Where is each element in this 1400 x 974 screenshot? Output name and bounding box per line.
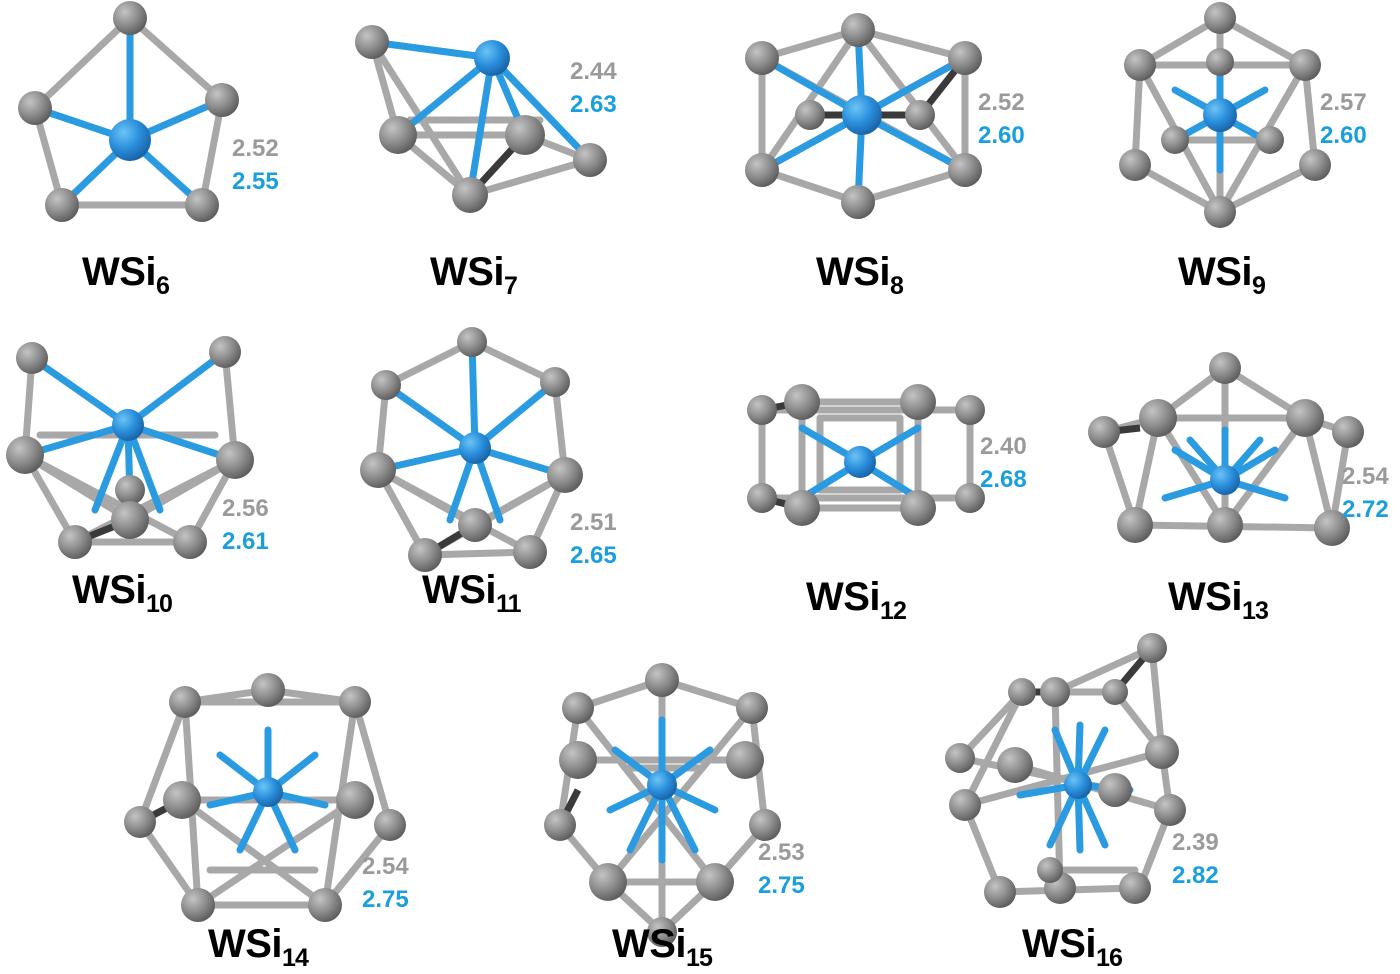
cluster-wsi16: 2.39 2.82 WSi16 (930, 630, 1270, 974)
w-si-bond-length: 2.75 (758, 872, 805, 899)
cluster-wsi9: 2.57 2.60 WSi9 (1100, 0, 1400, 310)
cluster-wsi10: 2.56 2.61 WSi10 (0, 320, 330, 630)
w-si-bond-length: 2.75 (362, 886, 409, 913)
cluster-wsi8: 2.52 2.60 WSi8 (720, 0, 1050, 310)
cluster-wsi7: 2.44 2.63 WSi7 (350, 0, 680, 310)
cluster-wsi13: 2.54 2.72 WSi13 (1080, 320, 1400, 630)
cluster-label: WSi10 (72, 568, 173, 618)
wsi6-structure (18, 1, 239, 222)
cluster-wsi12: 2.40 2.68 WSi12 (720, 320, 1050, 630)
cluster-label: WSi16 (1022, 922, 1123, 972)
cluster-wsi6: 2.52 2.55 WSi6 (0, 0, 330, 310)
cluster-label: WSi6 (82, 250, 170, 300)
cluster-wsi15: 2.53 2.75 WSi15 (520, 650, 860, 974)
w-si-bond-length: 2.63 (570, 91, 617, 118)
wsi9-structure (1119, 2, 1331, 228)
w-si-bond-length: 2.60 (978, 122, 1025, 149)
wsi11-structure (360, 327, 583, 572)
si-si-bond-length: 2.40 (980, 433, 1027, 460)
cluster-label: WSi9 (1178, 250, 1266, 300)
cluster-label: WSi7 (430, 250, 518, 300)
cluster-wsi11: 2.51 2.65 WSi11 (350, 320, 680, 630)
si-si-bond-length: 2.52 (978, 89, 1025, 116)
cluster-wsi14: 2.54 2.75 WSi14 (110, 660, 450, 974)
w-si-bond-length: 2.82 (1172, 862, 1219, 889)
wsi10-structure (6, 336, 254, 559)
cluster-label: WSi15 (612, 922, 713, 972)
wsi7-structure (355, 25, 607, 213)
si-si-bond-length: 2.39 (1172, 829, 1219, 856)
wsi12-structure (747, 384, 985, 526)
w-si-bond-length: 2.55 (232, 168, 279, 195)
w-si-bond-length: 2.60 (1320, 122, 1367, 149)
cluster-label: WSi12 (806, 575, 907, 625)
wsi15-structure (544, 663, 781, 947)
w-si-bond-length: 2.65 (570, 542, 617, 569)
si-si-bond-length: 2.53 (758, 839, 805, 866)
wsi16-structure (945, 633, 1186, 908)
si-si-bond-length: 2.54 (362, 853, 409, 880)
si-si-bond-length: 2.56 (222, 495, 269, 522)
w-si-bond-length: 2.72 (1342, 496, 1389, 523)
cluster-label: WSi11 (422, 568, 522, 618)
wsi13-structure (1088, 352, 1364, 546)
cluster-label: WSi14 (208, 922, 309, 972)
si-si-bond-length: 2.52 (232, 135, 279, 162)
wsi14-structure (124, 673, 406, 922)
si-si-bond-length: 2.51 (570, 509, 617, 536)
wsi8-structure (745, 13, 982, 219)
si-si-bond-length: 2.54 (1342, 463, 1389, 490)
cluster-label: WSi13 (1168, 575, 1269, 625)
w-si-bond-length: 2.68 (980, 466, 1027, 493)
si-si-bond-length: 2.57 (1320, 89, 1367, 116)
w-si-bond-length: 2.61 (222, 528, 269, 555)
si-si-bond-length: 2.44 (570, 58, 617, 85)
cluster-label: WSi8 (816, 250, 904, 300)
